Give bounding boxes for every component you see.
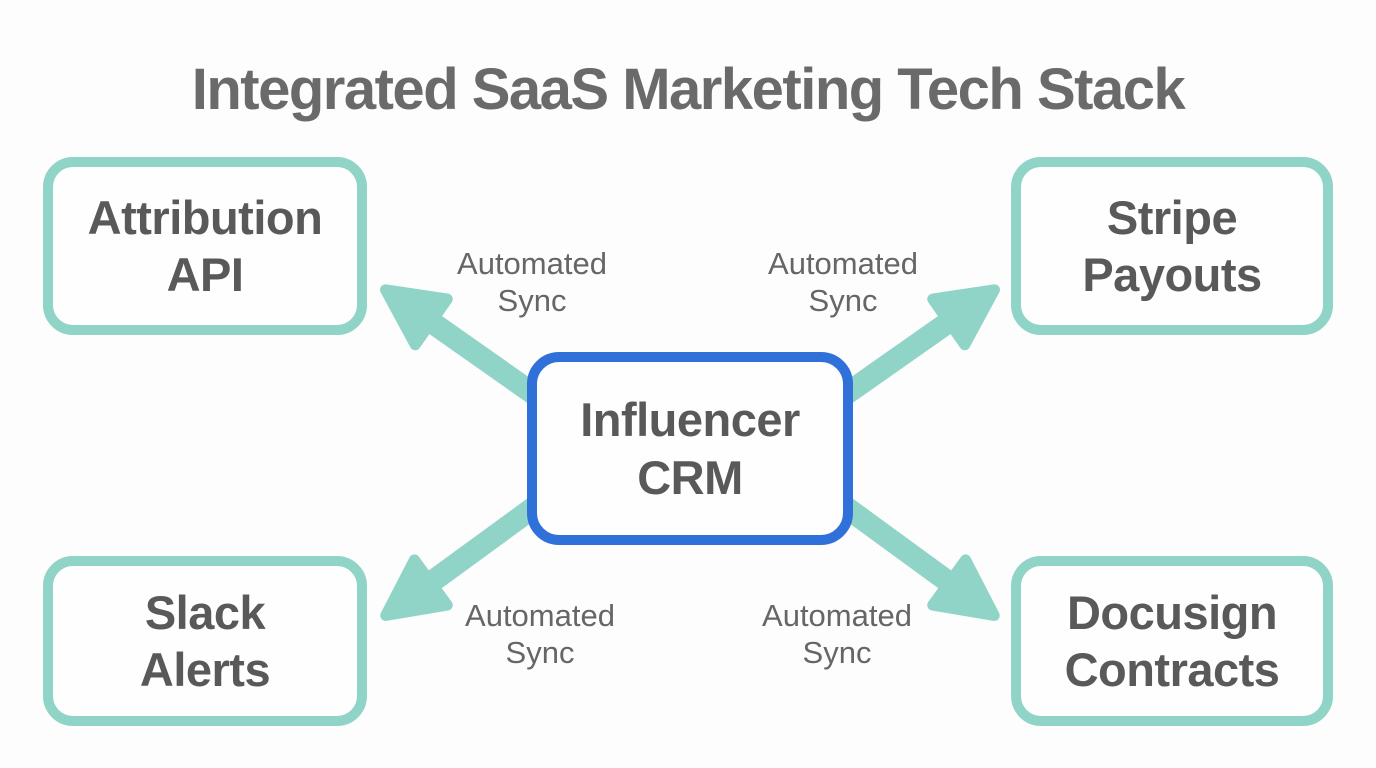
node-label-line: Payouts xyxy=(1082,248,1262,301)
diagram-title: Integrated SaaS Marketing Tech Stack xyxy=(191,57,1186,122)
node-slack-alerts: Slack Alerts xyxy=(43,556,367,726)
sync-label-top-right: Automated Sync xyxy=(723,245,963,319)
sync-label-line: Sync xyxy=(505,635,575,671)
node-label-line: API xyxy=(166,248,244,301)
sync-label-line: Automated xyxy=(465,598,615,633)
node-label-line: Influencer xyxy=(580,393,800,447)
node-label-line: CRM xyxy=(637,450,743,504)
node-influencer-crm: Influencer CRM xyxy=(527,352,853,545)
sync-label-line: Sync xyxy=(808,283,878,319)
sync-label-bottom-left: Automated Sync xyxy=(420,597,660,671)
sync-label-line: Sync xyxy=(497,283,567,319)
sync-label-bottom-right: Automated Sync xyxy=(717,597,957,671)
node-label-line: Attribution xyxy=(87,190,323,244)
node-label-line: Stripe xyxy=(1106,190,1238,244)
node-stripe-payouts: Stripe Payouts xyxy=(1011,157,1333,335)
node-label-line: Docusign xyxy=(1066,585,1278,639)
sync-label-line: Sync xyxy=(802,635,872,671)
sync-label-line: Automated xyxy=(457,246,607,281)
sync-label-top-left: Automated Sync xyxy=(412,245,652,319)
node-label-line: Contracts xyxy=(1064,643,1280,696)
node-docusign-contracts: Docusign Contracts xyxy=(1011,556,1333,726)
sync-label-line: Automated xyxy=(762,598,912,633)
node-label-line: Slack xyxy=(144,585,266,639)
sync-label-line: Automated xyxy=(768,246,918,281)
node-attribution-api: Attribution API xyxy=(43,157,367,335)
node-label-line: Alerts xyxy=(139,643,271,696)
